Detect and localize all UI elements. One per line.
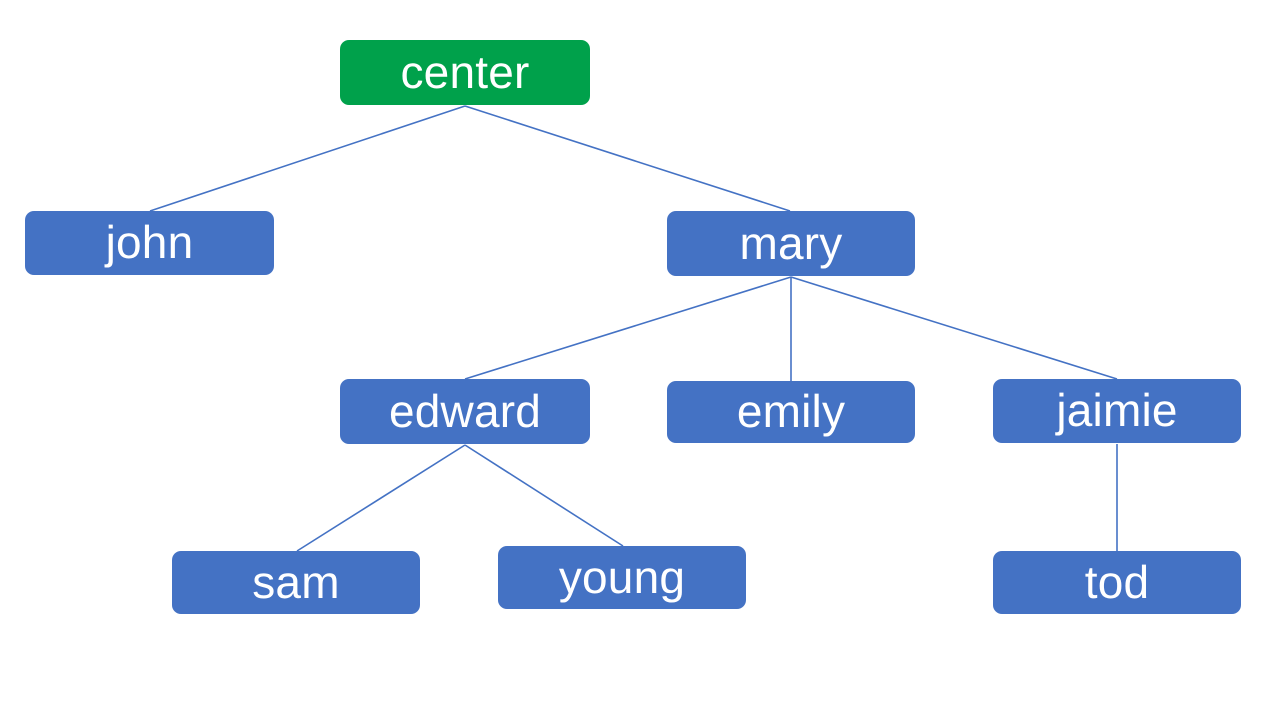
edge-mary-to-edward — [464, 276, 792, 380]
edge-mary-to-jaimie — [790, 276, 1118, 380]
node-jaimie[interactable]: jaimie — [993, 379, 1241, 443]
node-mary[interactable]: mary — [667, 211, 915, 276]
node-label-jaimie: jaimie — [1056, 384, 1178, 436]
node-sam[interactable]: sam — [172, 551, 420, 614]
node-edward[interactable]: edward — [340, 379, 590, 444]
edge-center-to-john — [149, 105, 466, 212]
node-label-edward: edward — [388, 384, 542, 437]
edge-edward-to-young — [464, 444, 624, 547]
node-label-center: center — [400, 45, 530, 98]
node-young[interactable]: young — [498, 546, 746, 609]
node-john[interactable]: john — [25, 211, 274, 275]
node-tod[interactable]: tod — [993, 551, 1241, 614]
node-emily[interactable]: emily — [667, 381, 915, 443]
edge-edward-to-sam — [296, 444, 466, 552]
node-label-tod: tod — [1084, 555, 1150, 608]
node-label-mary: mary — [739, 216, 843, 269]
node-center[interactable]: center — [340, 40, 590, 105]
node-label-young: young — [558, 550, 686, 603]
edge-center-to-mary — [464, 105, 791, 212]
node-label-emily: emily — [736, 385, 846, 437]
node-label-john: john — [105, 216, 194, 268]
node-label-sam: sam — [252, 555, 340, 608]
